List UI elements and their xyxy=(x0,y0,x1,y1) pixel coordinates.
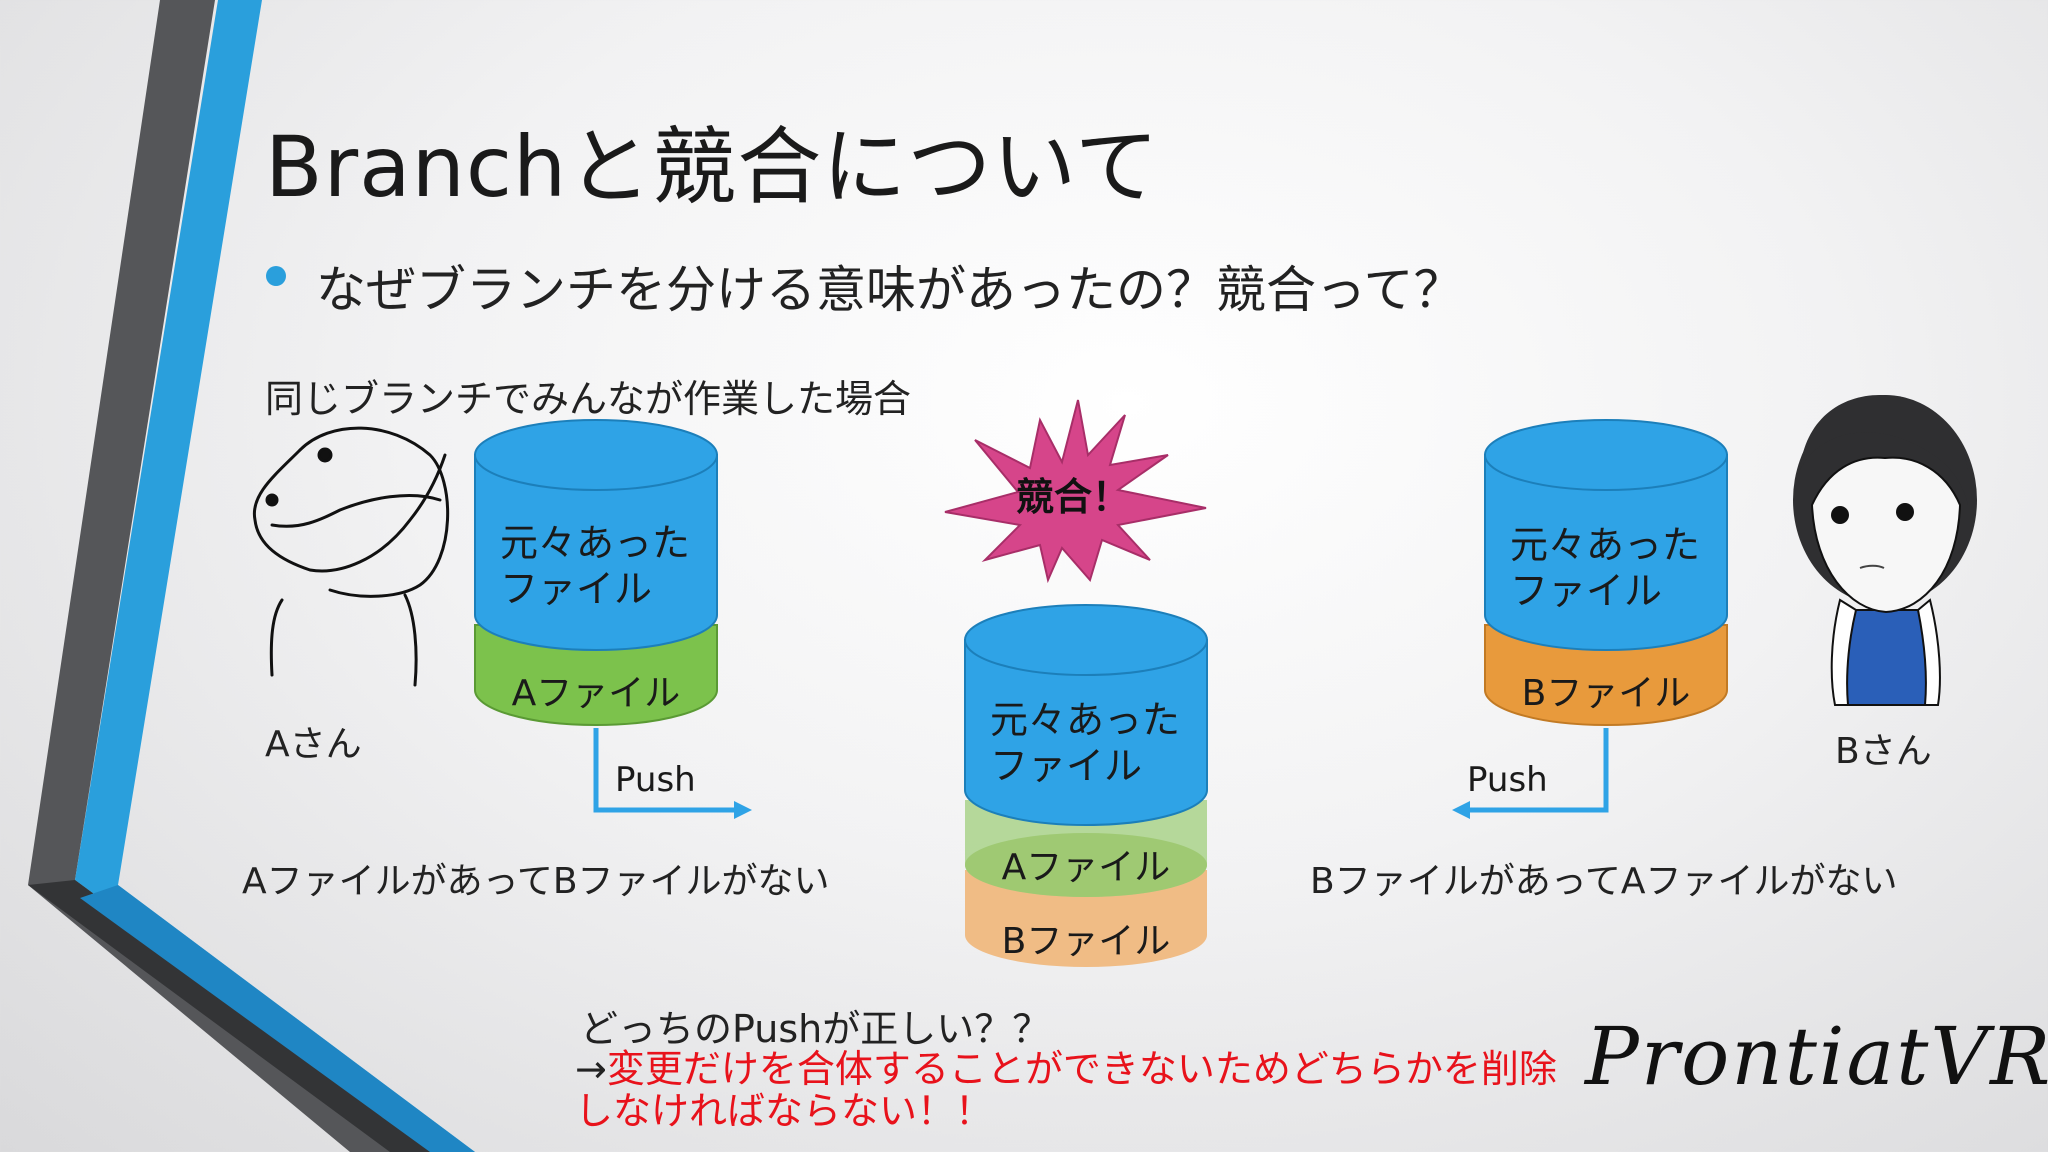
push-arrow-a xyxy=(593,728,752,819)
person-a-drawing xyxy=(252,426,450,687)
blue-corner xyxy=(80,885,475,1152)
bullet-text: なぜブランチを分ける意味があったの？競合って？ xyxy=(316,261,1464,319)
person-a-name: Aさん xyxy=(265,724,362,765)
center-top-label: 元々あった ファイル xyxy=(990,697,1180,789)
center-top-line2: ファイル xyxy=(990,744,1143,788)
scenario-label: 同じブランチでみんなが作業した場合 xyxy=(265,377,912,421)
person-b-name: Bさん xyxy=(1835,731,1932,772)
question-text: どっちのPushが正しい？？ xyxy=(580,1007,1051,1051)
push-label-b: Push xyxy=(1467,760,1548,800)
conclusion-arrow: → xyxy=(575,1047,607,1091)
center-top-line1: 元々あった xyxy=(990,698,1181,742)
stack-a-top-line1: 元々あった xyxy=(500,521,691,565)
stack-b-top-line2: ファイル xyxy=(1510,569,1663,613)
stack-a-cylinder xyxy=(474,419,718,726)
conclusion-text: →変更だけを合体することができないためどちらかを削除 しなければならない！！ xyxy=(575,1048,1557,1132)
stack-a-top-label: 元々あった ファイル xyxy=(500,520,690,612)
stack-a-layer-label: Aファイル xyxy=(511,673,681,714)
stack-b-layer-label: Bファイル xyxy=(1521,673,1691,714)
page-title: Branchと競合について xyxy=(265,118,1160,216)
conclusion-line1: →変更だけを合体することができないためどちらかを削除 xyxy=(575,1048,1557,1090)
stack-a-top-line2: ファイル xyxy=(500,567,653,611)
bullet-dot xyxy=(266,266,286,286)
center-layer-b-label: Bファイル xyxy=(1001,921,1171,962)
caption-a: AファイルがあってBファイルがない xyxy=(242,861,830,902)
stack-b-cylinder xyxy=(1484,419,1728,726)
caption-b: BファイルがあってAファイルがない xyxy=(1310,861,1898,902)
conclusion-line2: しなければならない！！ xyxy=(575,1089,994,1133)
person-b-drawing xyxy=(1793,395,1977,706)
blue-stripe xyxy=(75,0,475,1152)
prontiatvr-logo: ProntiatVR xyxy=(1585,1010,2048,1103)
clash-label: 競合！ xyxy=(1016,475,1131,519)
dark-stripe xyxy=(28,0,445,1152)
center-layer-a-label: Aファイル xyxy=(1001,847,1171,888)
center-stack-cylinder xyxy=(964,604,1208,967)
push-arrow-b xyxy=(1452,728,1609,819)
stack-b-top-label: 元々あった ファイル xyxy=(1510,522,1700,614)
stack-b-top-line1: 元々あった xyxy=(1510,523,1701,567)
clash-starburst xyxy=(944,399,1207,584)
push-label-a: Push xyxy=(615,760,696,800)
conclusion-line1-text: 変更だけを合体することができないためどちらかを削除 xyxy=(606,1047,1557,1091)
